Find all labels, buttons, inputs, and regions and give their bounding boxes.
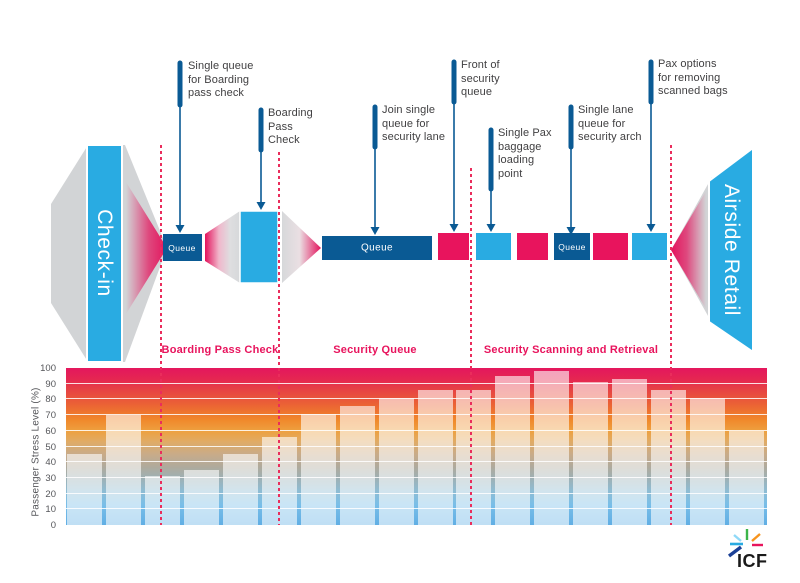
y-tick: 0 bbox=[50, 520, 56, 531]
flow-diagram bbox=[51, 59, 754, 363]
gridline bbox=[66, 476, 767, 478]
funnel-expand-1 bbox=[205, 211, 240, 283]
baggage-loading-box bbox=[476, 233, 511, 260]
logo-ray-upleft bbox=[733, 534, 742, 542]
annotation-arrow-7 bbox=[646, 59, 656, 232]
stress-bar bbox=[144, 476, 180, 525]
airside-blue-bar bbox=[708, 146, 754, 354]
zone-divider-3 bbox=[470, 168, 472, 525]
annotation-arrow-6 bbox=[566, 104, 576, 235]
bag-retrieval-box bbox=[632, 233, 667, 260]
annotation-baggage-point: Single Pax baggage loading point bbox=[498, 127, 552, 180]
stress-bar bbox=[339, 405, 375, 525]
checkin-station bbox=[51, 144, 167, 363]
gridline bbox=[66, 445, 767, 447]
stress-bar bbox=[222, 454, 258, 525]
annotation-scanned-bags: Pax options for removing scanned bags bbox=[658, 58, 728, 97]
y-axis-label: Passenger Stress Level (%) bbox=[30, 387, 42, 517]
annotation-front-of-queue: Front of security queue bbox=[461, 59, 500, 98]
stress-bar bbox=[105, 415, 141, 525]
stress-bar bbox=[183, 470, 219, 525]
checkin-blue-bar bbox=[86, 144, 123, 363]
icf-logo-text: ICF bbox=[737, 551, 768, 571]
gridline bbox=[66, 492, 767, 494]
stress-bar bbox=[300, 413, 336, 525]
icf-logo: ICF bbox=[722, 527, 774, 571]
stress-chart-plot bbox=[66, 368, 767, 525]
zone-label-security-queue: Security Queue bbox=[333, 344, 417, 356]
funnel-converge-1 bbox=[282, 211, 321, 283]
checkin-funnel-tip bbox=[126, 182, 167, 314]
annotation-boarding-pass: Boarding Pass Check bbox=[268, 107, 313, 146]
zone-label-boarding-pass: Boarding Pass Check bbox=[161, 344, 279, 356]
zone-divider-4 bbox=[670, 145, 672, 525]
stress-bar bbox=[612, 379, 648, 525]
security-queue-box bbox=[322, 236, 432, 260]
airside-funnel-tip bbox=[671, 191, 706, 309]
stress-bar bbox=[534, 371, 570, 525]
annotation-arrow-4 bbox=[449, 59, 459, 232]
boarding-pass-check-box bbox=[239, 210, 279, 284]
annotation-join-queue: Join single queue for security lane bbox=[382, 104, 446, 143]
checkin-label: Check-in bbox=[93, 209, 116, 297]
logo-ray-upright bbox=[751, 533, 761, 542]
stress-bar bbox=[573, 382, 609, 525]
gridline bbox=[66, 508, 767, 510]
annotation-arrow-2 bbox=[256, 107, 266, 210]
annotation-arrow-1 bbox=[175, 60, 185, 233]
logo-ray-downleft bbox=[727, 545, 743, 558]
stress-bar bbox=[651, 389, 687, 525]
queue-box-1-label: Queue bbox=[168, 243, 196, 253]
gridline bbox=[66, 429, 767, 431]
queue-box-3-label: Queue bbox=[558, 242, 586, 252]
scanner-box bbox=[517, 233, 548, 260]
annotation-arrow-5 bbox=[486, 127, 496, 232]
annotation-single-queue: Single queue for Boarding pass check bbox=[188, 60, 254, 99]
stress-bar bbox=[495, 375, 531, 525]
gridline bbox=[66, 414, 767, 416]
annotation-security-arch: Single lane queue for security arch bbox=[578, 104, 642, 143]
zone-divider-1 bbox=[160, 145, 162, 525]
gridline bbox=[66, 398, 767, 400]
icf-logo-mark: ICF bbox=[727, 529, 768, 571]
zone-divider-2 bbox=[278, 152, 280, 525]
gridline bbox=[66, 382, 767, 384]
security-arch-box bbox=[593, 233, 628, 260]
security-queue-box-label: Queue bbox=[360, 242, 394, 254]
front-of-queue-box bbox=[438, 233, 469, 260]
gridline bbox=[66, 461, 767, 463]
annotation-arrow-3 bbox=[370, 104, 380, 235]
zone-label-scanning-retrieval: Security Scanning and Retrieval bbox=[483, 344, 659, 356]
stress-bar bbox=[456, 389, 492, 525]
queue-box-1 bbox=[163, 234, 202, 261]
airside-retail-label: Airside Retail bbox=[720, 183, 743, 317]
queue-box-3 bbox=[554, 233, 590, 260]
airside-retail-station bbox=[671, 146, 754, 354]
stress-bar bbox=[417, 389, 453, 525]
stress-bar bbox=[67, 454, 102, 525]
